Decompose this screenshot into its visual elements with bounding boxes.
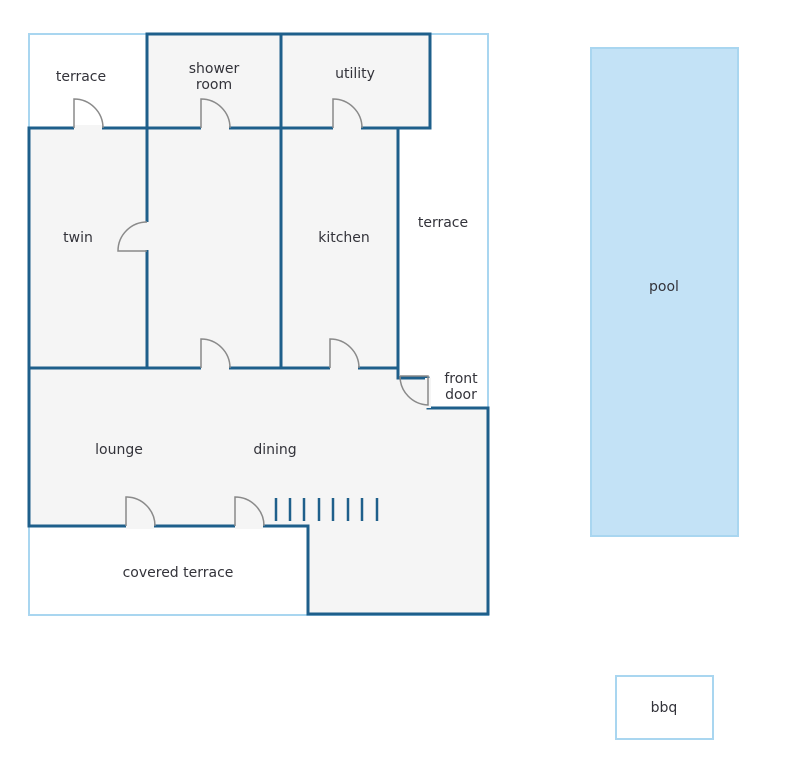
label-front-door-line1: front bbox=[444, 371, 478, 387]
label-lounge: lounge bbox=[95, 442, 143, 458]
door-gap bbox=[126, 523, 154, 529]
kitchen-area bbox=[281, 128, 398, 368]
door-swing-icon bbox=[234, 496, 265, 527]
door-gap bbox=[330, 365, 358, 371]
label-dining: dining bbox=[253, 442, 296, 458]
label-front-door-line2: door bbox=[445, 387, 477, 403]
label-shower-room-line2: room bbox=[196, 77, 232, 93]
bbq-area bbox=[615, 675, 714, 740]
label-terrace-right: terrace bbox=[418, 215, 468, 231]
front-door-swing-icon bbox=[399, 375, 429, 406]
door-gap bbox=[74, 125, 102, 131]
door-swing-icon bbox=[73, 98, 104, 129]
label-twin: twin bbox=[63, 230, 93, 246]
door-gap bbox=[333, 125, 361, 131]
twin-area bbox=[29, 128, 147, 368]
label-terrace-top-left: terrace bbox=[56, 69, 106, 85]
stairs-icon bbox=[274, 498, 379, 521]
utility-area bbox=[281, 34, 430, 128]
door-gap bbox=[235, 523, 263, 529]
room-fills bbox=[29, 34, 488, 614]
label-bbq: bbq bbox=[651, 700, 678, 716]
label-pool: pool bbox=[649, 279, 679, 295]
door-gap bbox=[144, 222, 150, 250]
door-swing-icon bbox=[117, 221, 148, 252]
lounge-dining-area bbox=[29, 368, 488, 614]
label-utility: utility bbox=[335, 66, 375, 82]
doors bbox=[73, 98, 429, 527]
bedroom-area bbox=[147, 128, 281, 368]
lounge-dining-walls bbox=[27, 366, 490, 616]
door-swing-icon bbox=[332, 98, 363, 129]
label-kitchen: kitchen bbox=[318, 230, 370, 246]
door-swing-icon bbox=[329, 338, 360, 369]
door-swing-icon bbox=[200, 98, 231, 129]
label-shower-room-line1: shower bbox=[189, 61, 240, 77]
pool bbox=[590, 47, 739, 537]
label-covered-terrace: covered terrace bbox=[123, 565, 234, 581]
door-swing-icon bbox=[125, 496, 156, 527]
door-gap bbox=[201, 365, 229, 371]
shower-room-area bbox=[147, 34, 281, 128]
door-gap bbox=[201, 125, 229, 131]
door-swing-icon bbox=[200, 338, 231, 369]
